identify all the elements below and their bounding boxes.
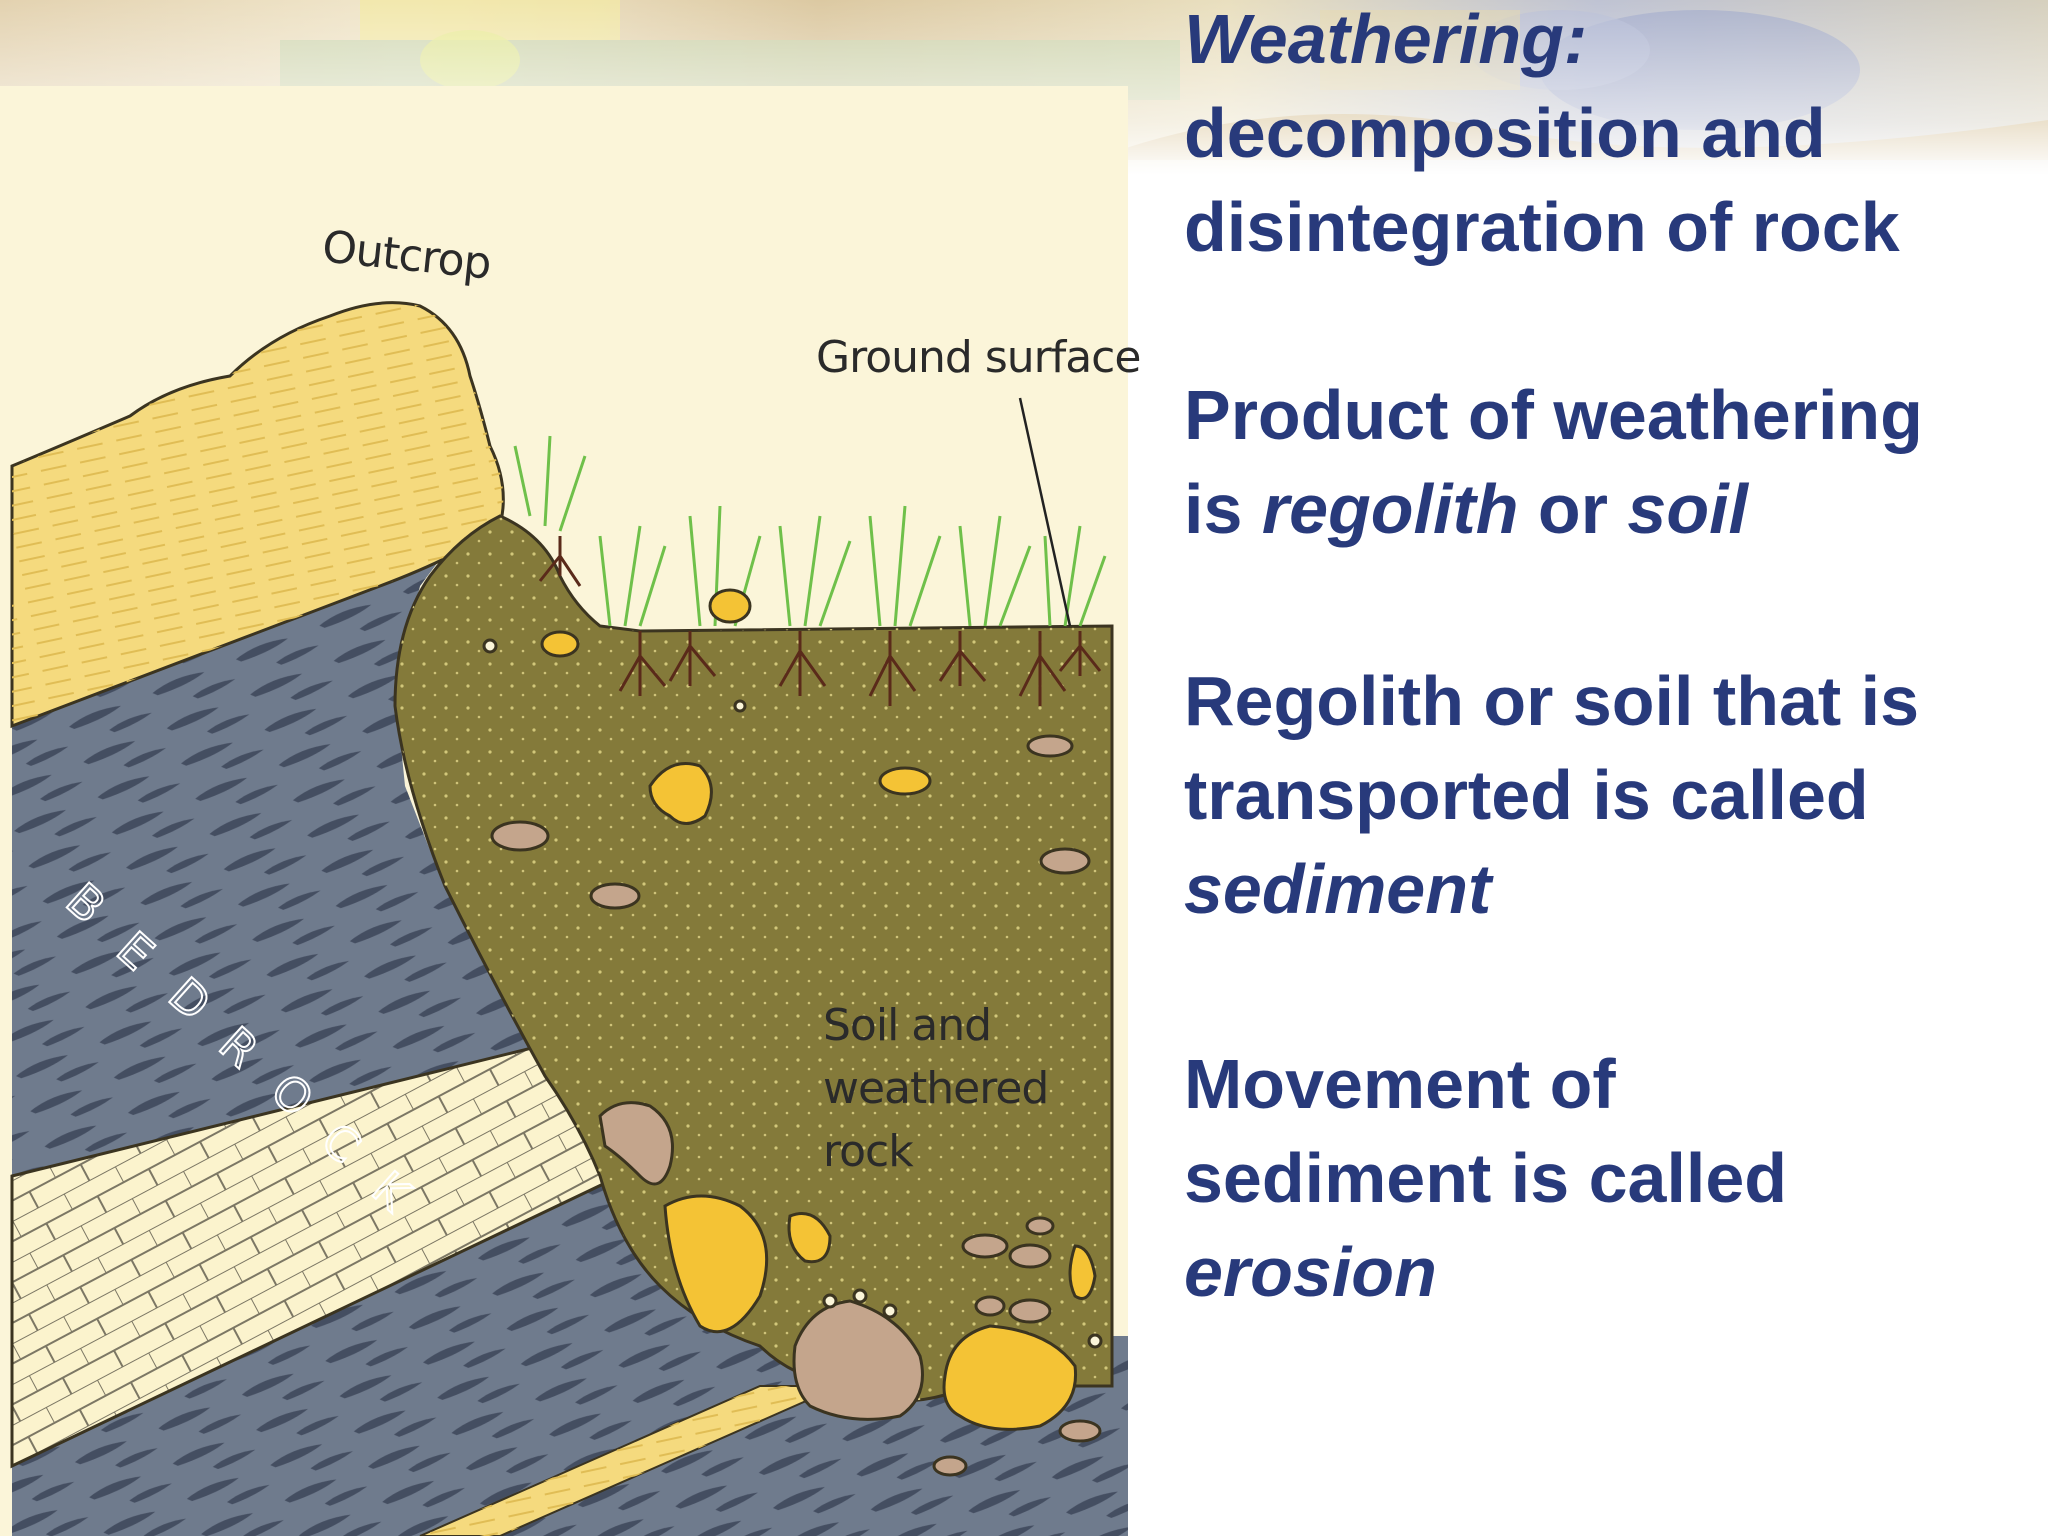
bedrock-letter: O: [260, 1062, 325, 1128]
erosion-definition-line-2: sediment is called: [1184, 1139, 1788, 1217]
bedrock-letter: R: [208, 1015, 270, 1079]
is-word: is: [1184, 470, 1262, 548]
weathering-definition-line-2: disintegration of rock: [1184, 188, 1900, 266]
rock-fragments: [482, 588, 1103, 1477]
bedrock-letter: D: [157, 966, 221, 1032]
decorative-banner: [0, 0, 2048, 175]
soil-label-line-2: weathered: [823, 1063, 1049, 1114]
weathering-definition-line-1: decomposition and: [1184, 94, 1826, 172]
weathering-term: Weathering:: [1184, 0, 1588, 78]
or-word: or: [1518, 470, 1628, 548]
bedrock-letter: K: [361, 1160, 422, 1222]
weathering-product-line-1: Product of weathering: [1184, 376, 1923, 454]
soil-label: Soil and weathered rock: [823, 994, 1049, 1183]
soil-label-line-3: rock: [823, 1126, 914, 1177]
erosion-definition-line-1: Movement of: [1184, 1045, 1616, 1123]
ground-surface-leader-line: [1018, 397, 1072, 627]
sediment-definition: Regolith or soil that is transported is …: [1184, 654, 2034, 936]
soil-label-line-1: Soil and: [823, 1000, 992, 1051]
weathering-definition: Weathering: decomposition and disintegra…: [1184, 0, 2034, 274]
weathering-product: Product of weathering is regolith or soi…: [1184, 368, 2034, 556]
sediment-definition-line-1: Regolith or soil that is: [1184, 662, 1920, 740]
soil-term: soil: [1627, 470, 1748, 548]
ground-surface-label: Ground surface: [816, 332, 1141, 383]
bedrock-letter: E: [106, 920, 166, 982]
bedrock-letter: C: [310, 1111, 372, 1175]
cross-section-illustration: [10, 301, 1128, 1536]
bedrock-letter: B: [55, 871, 117, 934]
regolith-term: regolith: [1261, 470, 1519, 548]
erosion-term: erosion: [1184, 1233, 1437, 1311]
erosion-definition: Movement of sediment is called erosion: [1184, 1037, 2034, 1319]
sediment-definition-line-2: transported is called: [1184, 756, 1869, 834]
roots: [538, 536, 1102, 706]
sediment-term: sediment: [1184, 850, 1492, 928]
